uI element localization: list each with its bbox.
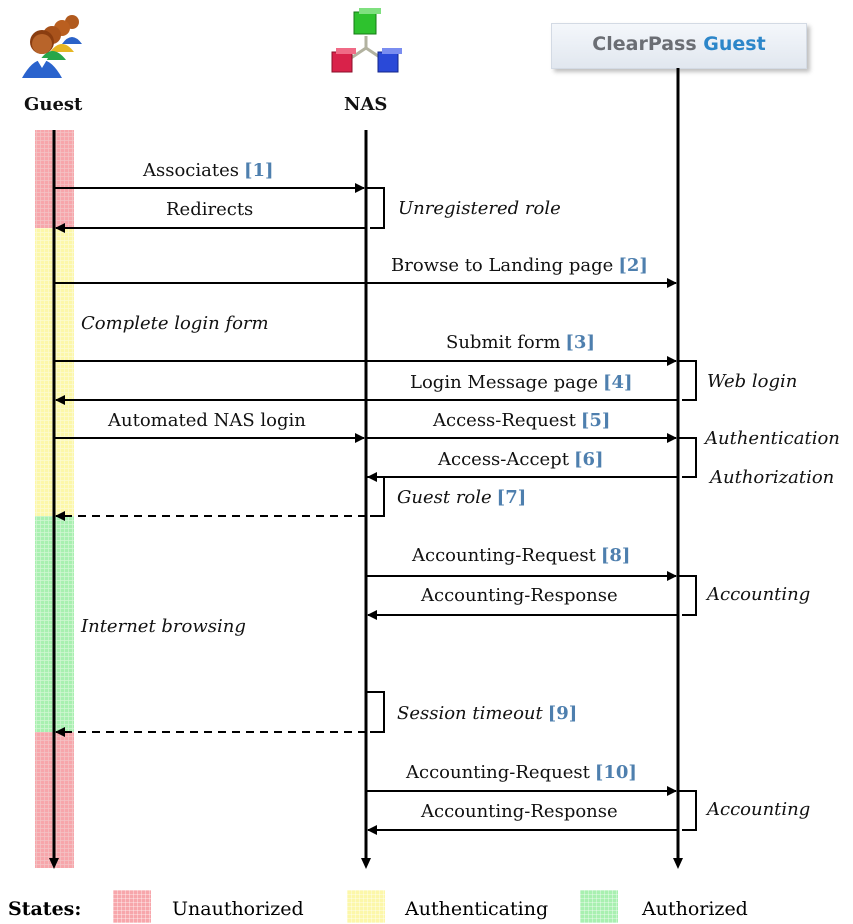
nas-lifeline-end bbox=[361, 858, 371, 869]
guest-lifeline-end bbox=[49, 858, 59, 869]
guest-actor-label: Guest bbox=[24, 94, 83, 115]
process-bracket bbox=[366, 476, 385, 517]
server-lifeline-end bbox=[673, 858, 683, 869]
note-label: Session timeout[9] bbox=[397, 703, 578, 724]
message-label: Accounting-Response bbox=[421, 585, 618, 606]
message-label: Redirects bbox=[166, 199, 254, 220]
process-bracket bbox=[366, 187, 385, 229]
note-label: Complete login form bbox=[81, 313, 269, 334]
legend-swatch bbox=[113, 890, 151, 923]
legend-swatch bbox=[580, 890, 618, 923]
note-label: Authentication bbox=[705, 428, 840, 449]
message-label: Submit form[3] bbox=[446, 332, 595, 353]
message-label: Access-Accept[6] bbox=[438, 449, 604, 470]
note-label: Accounting bbox=[707, 799, 811, 820]
note-label: Unregistered role bbox=[398, 198, 561, 219]
note-label: Guest role[7] bbox=[397, 487, 527, 508]
process-bracket bbox=[678, 575, 697, 616]
process-bracket bbox=[678, 360, 697, 401]
process-bracket bbox=[366, 691, 385, 733]
message-label: Accounting-Response bbox=[421, 801, 618, 822]
nas-actor-label: NAS bbox=[344, 94, 388, 115]
note-label: Web login bbox=[707, 371, 798, 392]
lifelines bbox=[49, 68, 683, 869]
message-label: Automated NAS login bbox=[108, 410, 306, 431]
note-label: Accounting bbox=[707, 584, 811, 605]
process-bracket bbox=[678, 437, 697, 478]
note-label: Authorization bbox=[710, 467, 835, 488]
legend-swatch bbox=[347, 890, 385, 923]
message-label: Associates[1] bbox=[143, 160, 274, 181]
note-label: Internet browsing bbox=[81, 616, 246, 637]
message-label: Access-Request[5] bbox=[433, 410, 611, 431]
guest-users-icon bbox=[22, 15, 82, 78]
nas-network-icon bbox=[331, 8, 402, 73]
message-label: Accounting-Request[8] bbox=[412, 545, 631, 566]
message-label: Login Message page[4] bbox=[410, 372, 633, 393]
message-label: Accounting-Request[10] bbox=[406, 762, 637, 783]
states-legend-title: States: bbox=[8, 898, 82, 920]
process-bracket bbox=[678, 790, 697, 831]
message-label: Browse to Landing page[2] bbox=[391, 255, 648, 276]
clearpass-guest-logo: ClearPass Guest bbox=[551, 23, 807, 69]
